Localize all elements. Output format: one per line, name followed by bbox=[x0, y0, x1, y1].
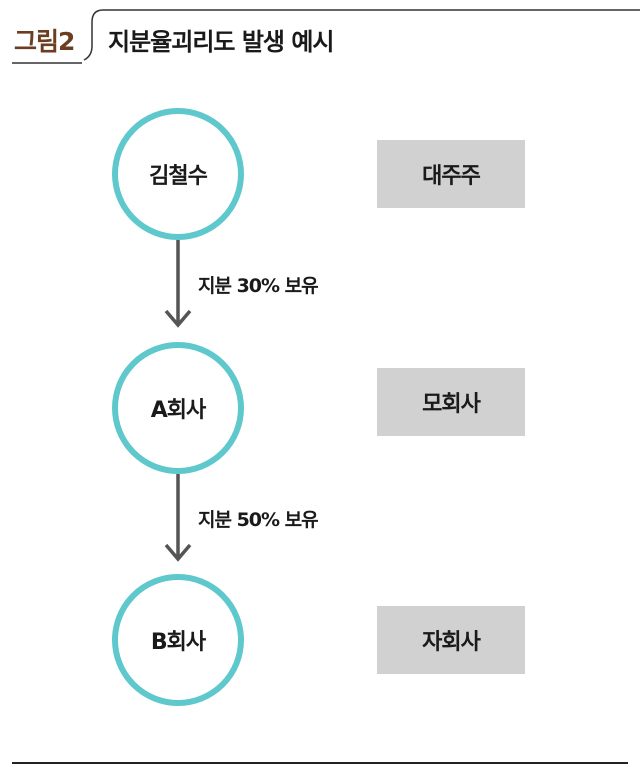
header-frame bbox=[12, 9, 640, 64]
node-company-b: B회사 bbox=[112, 574, 244, 706]
role-major-shareholder: 대주주 bbox=[377, 140, 525, 208]
bottom-rule bbox=[12, 762, 628, 764]
node-kim-cheolsu: 김철수 bbox=[112, 108, 244, 240]
node-company-a: A회사 bbox=[112, 342, 244, 474]
figure-header: 그림2 지분율괴리도 발생 예시 bbox=[0, 0, 640, 70]
role-parent-company: 모회사 bbox=[377, 368, 525, 436]
edge-label-30: 지분 30% 보유 bbox=[198, 275, 319, 297]
arrow-2 bbox=[164, 474, 192, 562]
figure-title: 지분율괴리도 발생 예시 bbox=[108, 28, 335, 56]
role-subsidiary: 자회사 bbox=[377, 606, 525, 674]
arrow-1 bbox=[164, 240, 192, 328]
edge-label-50: 지분 50% 보유 bbox=[198, 509, 319, 531]
figure-number: 그림2 bbox=[14, 27, 75, 56]
